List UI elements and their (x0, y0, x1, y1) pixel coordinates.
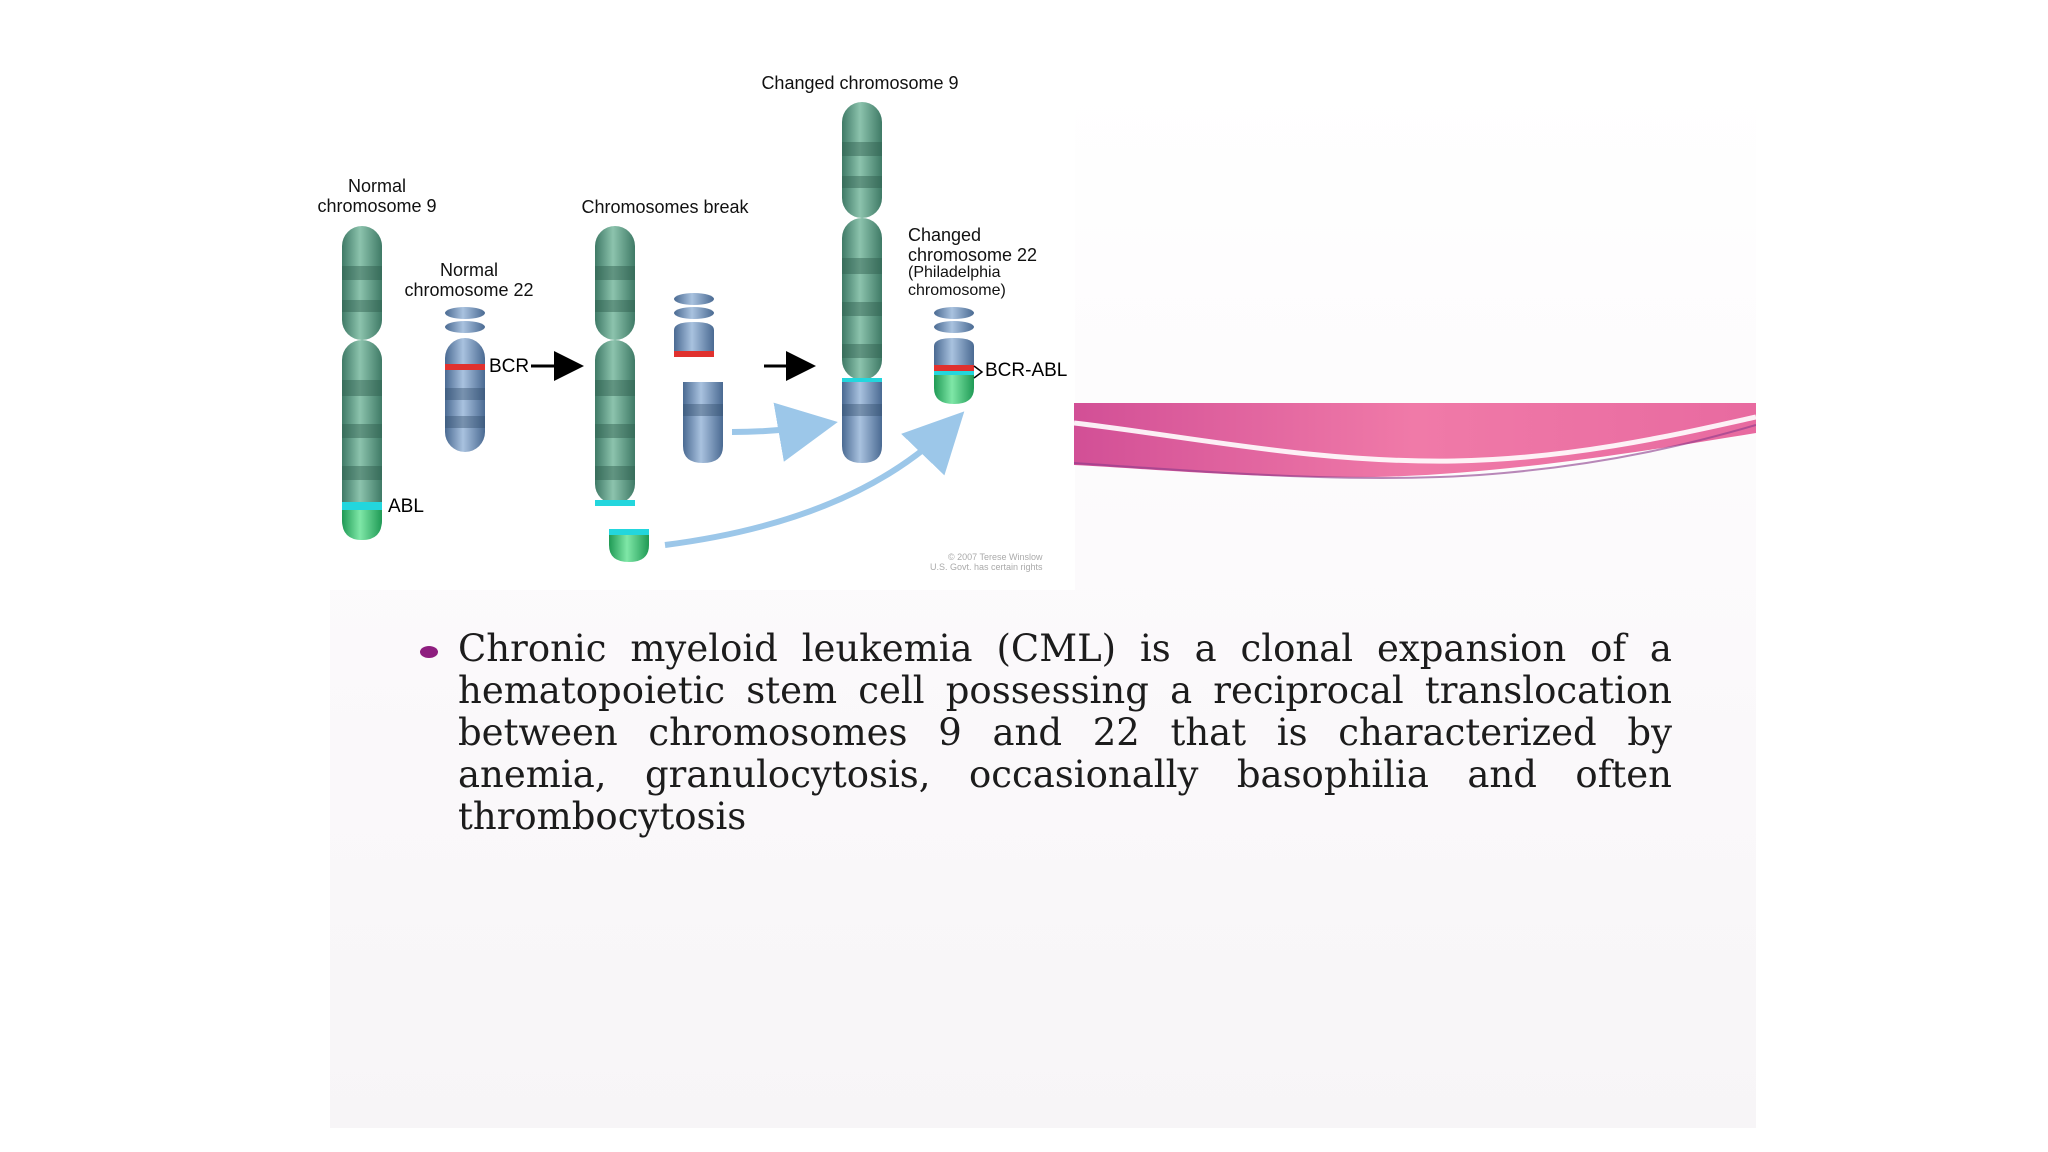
bullet-marker (420, 646, 438, 658)
label-bcr-abl: BCR-ABL (985, 360, 1068, 381)
label-chromosomes-break: Chromosomes break (581, 197, 749, 217)
bullet-text: Chronic myeloid leukemia (CML) is a clon… (458, 627, 1672, 838)
broken-chromosome-22 (674, 293, 723, 463)
label-normal-chromosome-9: Normal chromosome 9 (317, 176, 437, 216)
broken-chromosome-9 (595, 226, 635, 506)
philadelphia-chromosome (934, 307, 974, 404)
normal-chromosome-9 (342, 226, 382, 540)
pink-swoosh-decoration (1074, 403, 1756, 480)
light-arrow-22-to-9 (731, 402, 838, 462)
label-philadelphia-chromosome: (Philadelphia chromosome) (908, 264, 1006, 299)
abl-fragment (609, 529, 649, 562)
normal-chromosome-22 (445, 307, 485, 452)
label-changed-chromosome-9: Changed chromosome 9 (761, 73, 959, 93)
label-bcr: BCR (489, 356, 530, 377)
bcr-abl-pointer (973, 365, 984, 379)
label-abl: ABL (388, 496, 424, 517)
label-normal-chromosome-22: Normal chromosome 22 (404, 260, 534, 300)
light-arrow-abl-to-22 (664, 411, 965, 548)
changed-chromosome-9 (842, 102, 882, 463)
image-credit: © 2007 Terese Winslow U.S. Govt. has cer… (930, 552, 1043, 572)
label-changed-chromosome-22: Changed chromosome 22 (908, 225, 1038, 265)
